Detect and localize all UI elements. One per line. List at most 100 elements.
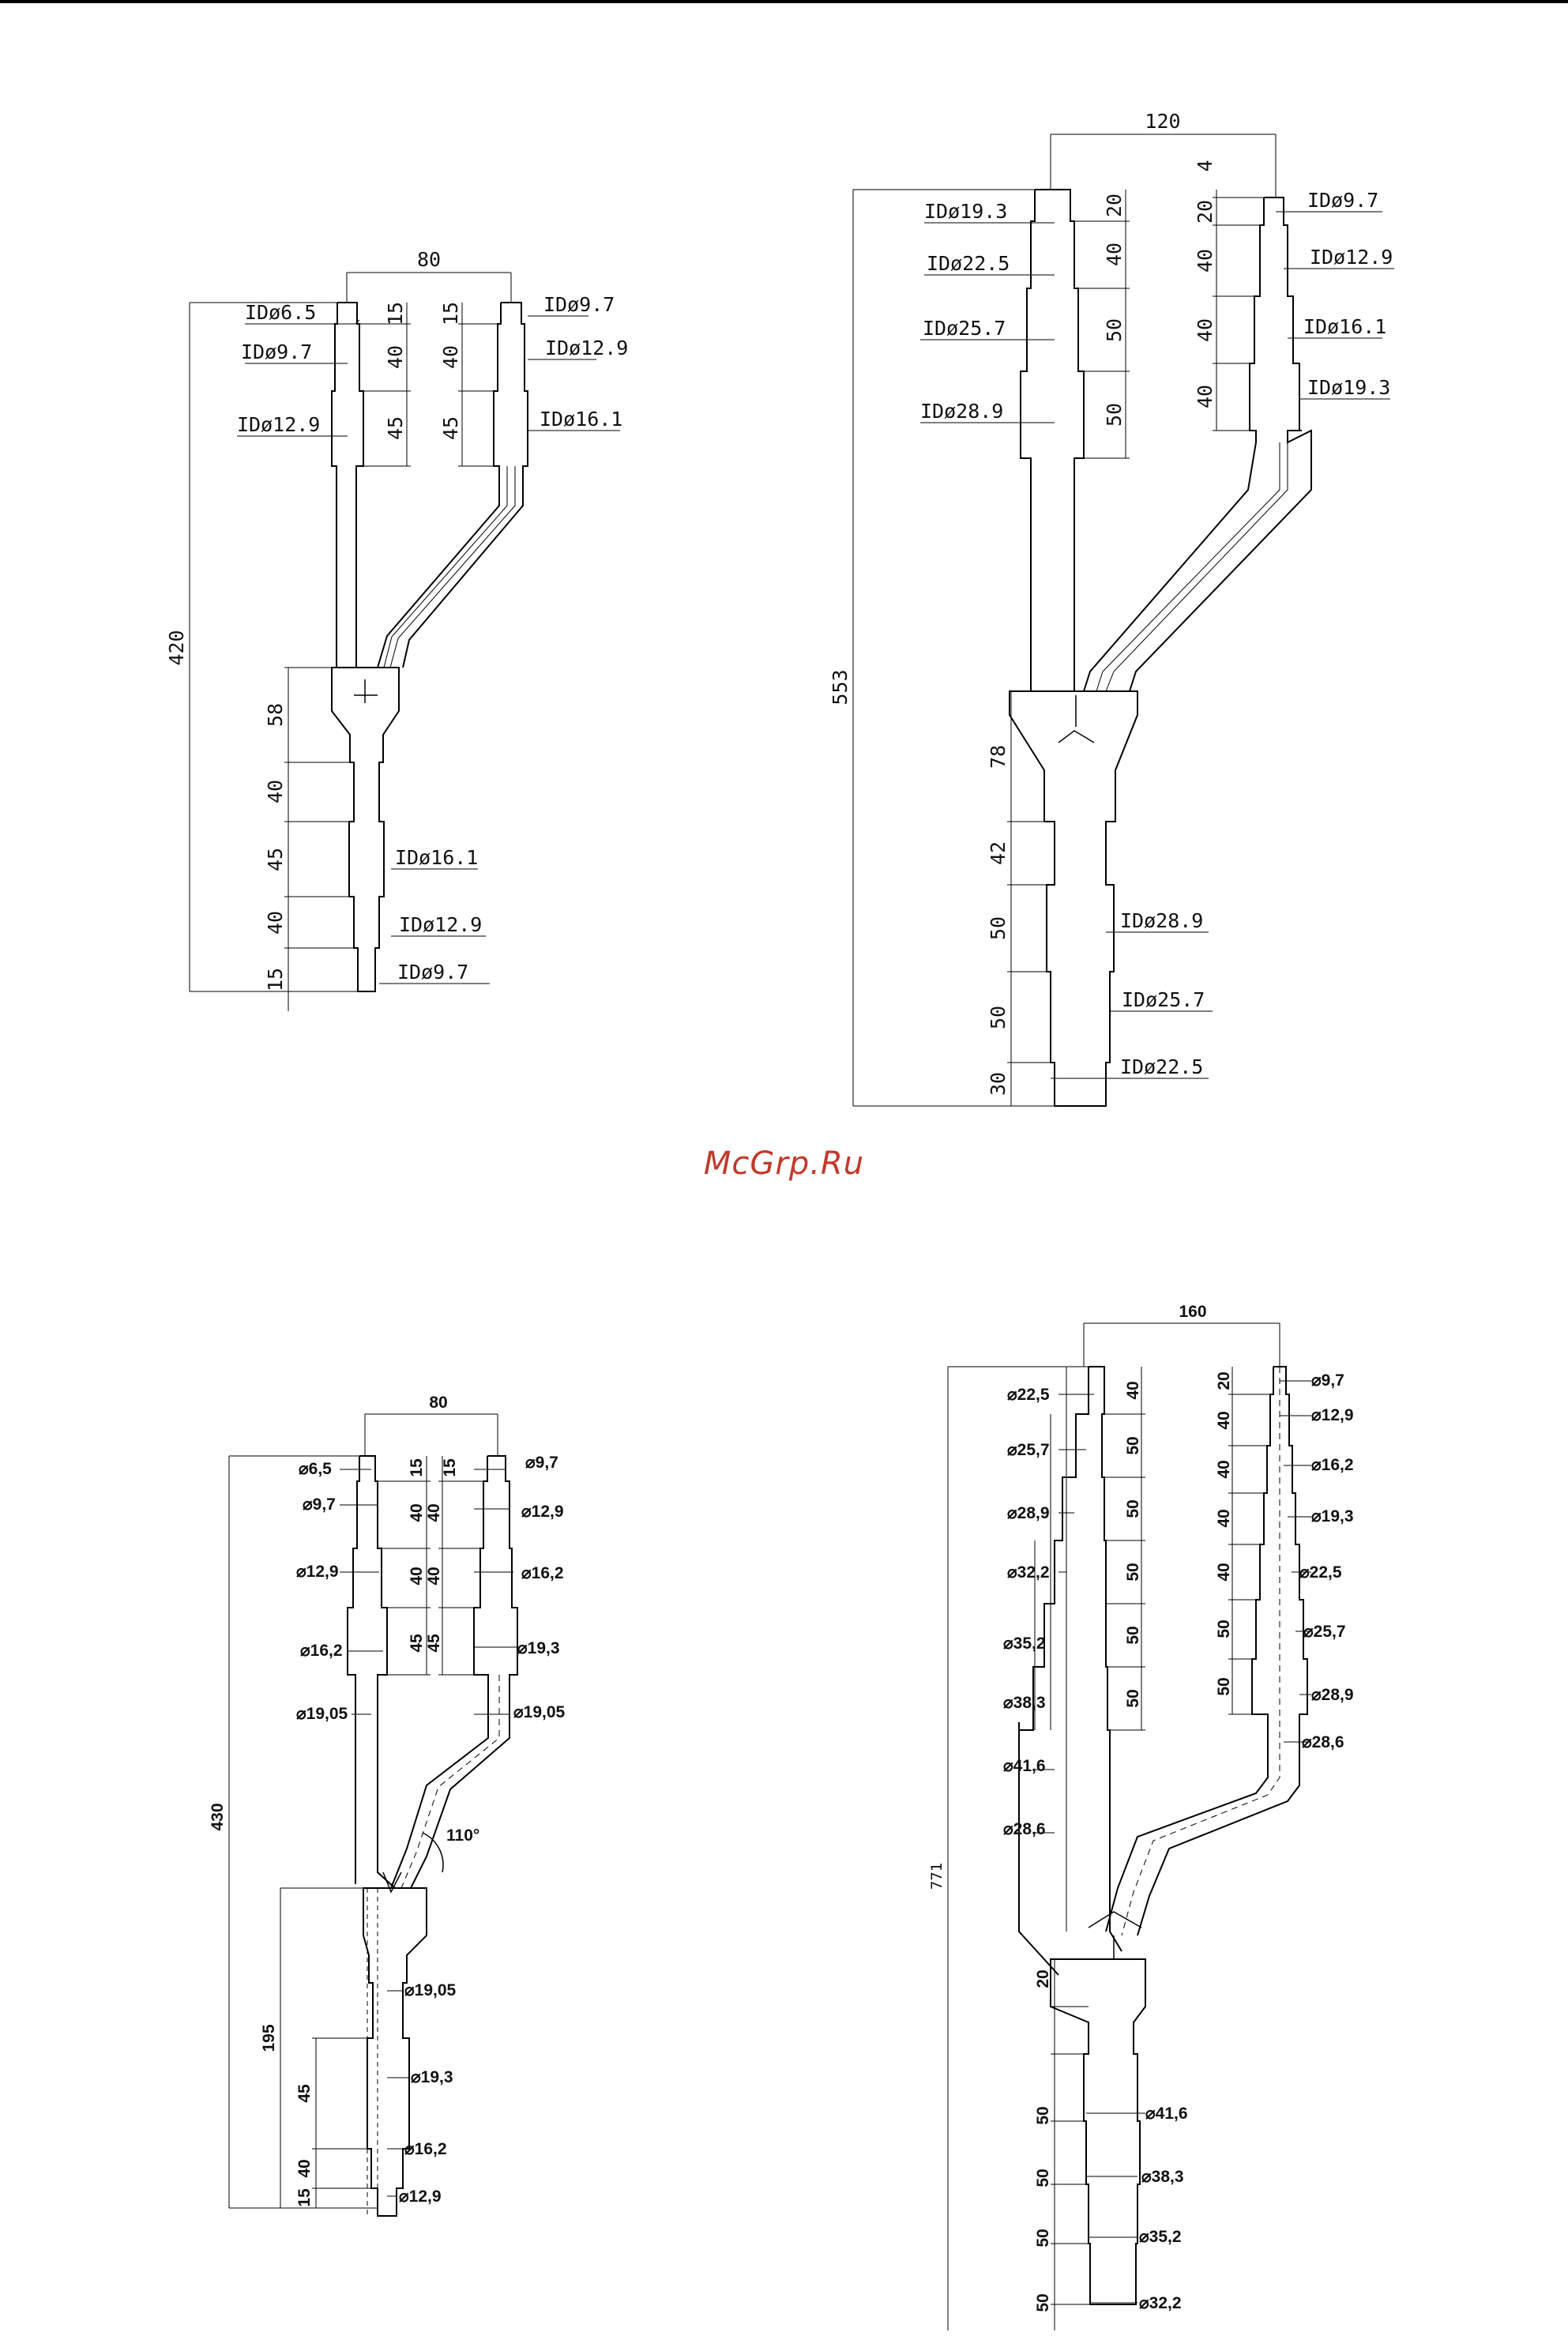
d3-left-branch-pipe xyxy=(347,1455,396,1889)
d2-left-dim-1: 40 xyxy=(1103,243,1126,266)
d1-stem-chain xyxy=(284,667,358,1011)
d1-left-chain xyxy=(357,303,411,467)
diagram-1 xyxy=(189,272,620,1011)
d2-left-leaders xyxy=(920,222,1055,423)
diagram-2 xyxy=(852,134,1394,1107)
d4-right-dim-1: 40 xyxy=(1215,1411,1233,1429)
d1-stem-dim-0: 58 xyxy=(264,703,287,727)
d2-right-dim-2: 40 xyxy=(1194,249,1216,273)
d4-right-branch-pipe xyxy=(1105,1366,1308,1936)
d3-stem-label-0: ⌀19,05 xyxy=(404,1981,457,1999)
d3-stem-chain xyxy=(312,2037,371,2208)
d4-stem-chain xyxy=(1051,1959,1090,2330)
d1-stem-dim-1: 40 xyxy=(264,780,287,803)
d1-length-dim xyxy=(189,302,358,992)
d3-y-split-mark xyxy=(382,1871,402,1894)
d3-stem-dim-0: 45 xyxy=(295,2084,314,2103)
d4-stem-label-3: ⌀32,2 xyxy=(1139,2294,1182,2312)
d4-left-label-0: ⌀22,5 xyxy=(1007,1386,1050,1404)
d3-right-dim-3: 45 xyxy=(425,1634,443,1653)
d3-right-label-1: ⌀12,9 xyxy=(521,1503,564,1521)
d1-right-label-1: IDø12.9 xyxy=(545,337,628,359)
d2-stem-chain xyxy=(1007,691,1055,1106)
d2-stem-dim-2: 50 xyxy=(987,916,1010,940)
d4-right-label-5: ⌀25,7 xyxy=(1303,1623,1346,1641)
top-border-line xyxy=(0,0,1568,3)
d4-left-branch-mid xyxy=(1034,1367,1067,1932)
d4-right-label-0: ⌀9,7 xyxy=(1311,1371,1344,1390)
d1-width-label: 80 xyxy=(417,248,441,271)
d2-left-dim-2: 50 xyxy=(1103,318,1126,342)
d4-leaders xyxy=(1035,1380,1311,2304)
d4-left-label-2: ⌀28,9 xyxy=(1007,1504,1050,1522)
d4-right-label-6: ⌀28,9 xyxy=(1311,1686,1354,1704)
d4-y-split-mark xyxy=(1088,1911,1142,1959)
d1-right-label-0: IDø9.7 xyxy=(543,293,615,316)
d3-right-branch-dash xyxy=(400,1675,500,1889)
d4-right-dim-5: 50 xyxy=(1215,1619,1233,1638)
d3-width-label: 80 xyxy=(429,1394,447,1412)
d4-right-label-1: ⌀12,9 xyxy=(1311,1406,1354,1424)
d2-left-branch-pipe xyxy=(1019,189,1085,692)
d2-stem-dim-0: 78 xyxy=(987,745,1010,769)
d3-right-label-3: ⌀19,3 xyxy=(517,1639,560,1657)
d1-right-chain xyxy=(458,303,501,467)
d1-stem-label-2: IDø9.7 xyxy=(397,961,468,984)
diagram-2-text: 120 553 20 40 50 50 4 20 40 40 40 78 42 … xyxy=(829,110,1393,1096)
d2-left-chain xyxy=(1070,190,1130,459)
d1-right-branch-inner xyxy=(383,466,516,668)
d1-left-leaders xyxy=(237,319,360,437)
d2-right-label-0: IDø9.7 xyxy=(1307,189,1378,212)
d3-angle-arc xyxy=(422,1832,444,1873)
d4-stem-dim-1: 50 xyxy=(1034,2106,1052,2124)
d2-left-dim-3: 50 xyxy=(1103,403,1126,427)
d3-left-chain xyxy=(375,1456,431,1676)
d1-left-branch-pipe xyxy=(331,302,364,668)
d3-left-dim-2: 40 xyxy=(408,1567,426,1585)
d2-stem-dim-4: 30 xyxy=(987,1072,1010,1096)
diagram-3 xyxy=(228,1413,518,2217)
d3-right-chain xyxy=(438,1456,488,1676)
d3-right-label-4: ⌀19,05 xyxy=(513,1703,566,1721)
d2-right-branch-inner xyxy=(1096,442,1288,692)
d2-length-dim xyxy=(852,189,1055,1107)
d2-width-dim xyxy=(1050,134,1277,197)
d4-left-label-5: ⌀38,3 xyxy=(1003,1694,1046,1712)
d1-left-label-2: IDø12.9 xyxy=(237,413,320,436)
d1-stem-label-0: IDø16.1 xyxy=(395,846,478,869)
d3-leaders xyxy=(340,1469,517,2197)
d3-stem-label-1: ⌀19,3 xyxy=(411,2068,453,2086)
d4-width-label: 160 xyxy=(1179,1303,1206,1321)
d3-left-label-0: ⌀6,5 xyxy=(299,1460,332,1478)
d3-right-dim-1: 40 xyxy=(425,1503,443,1522)
d4-left-chain xyxy=(1102,1367,1145,1731)
d1-y-body xyxy=(331,667,400,992)
watermark: McGrp.Ru xyxy=(703,1145,865,1182)
d4-right-label-7: ⌀28,6 xyxy=(1302,1733,1344,1751)
d2-stem-label-2: IDø22.5 xyxy=(1120,1055,1203,1078)
d4-right-label-4: ⌀22,5 xyxy=(1299,1563,1342,1582)
d4-stem-label-1: ⌀38,3 xyxy=(1141,2168,1184,2186)
d2-right-leaders xyxy=(1051,211,1394,1079)
d4-right-label-3: ⌀19,3 xyxy=(1311,1507,1354,1525)
d2-y-body xyxy=(1009,690,1138,1107)
d2-right-chain xyxy=(1213,190,1264,431)
d4-right-dim-2: 40 xyxy=(1215,1460,1233,1478)
d4-length-dim xyxy=(947,1366,1089,2330)
d4-length-label: 771 xyxy=(928,1863,946,1890)
d3-length-label: 430 xyxy=(209,1803,227,1830)
d3-lower-label: 195 xyxy=(260,2024,278,2052)
d4-left-dim-4: 50 xyxy=(1124,1626,1142,1644)
d3-right-label-2: ⌀16,2 xyxy=(521,1564,564,1582)
d3-stem-dim-1: 40 xyxy=(295,2159,314,2177)
d2-right-dim-4: 40 xyxy=(1194,385,1216,408)
d1-stem-label-1: IDø12.9 xyxy=(399,913,482,936)
diagram-3-text: 80 430 195 110° 15 40 40 45 15 40 40 45 … xyxy=(209,1394,566,2207)
d3-left-dim-3: 45 xyxy=(408,1634,426,1653)
d4-right-dim-6: 50 xyxy=(1215,1677,1233,1695)
d2-right-label-1: IDø12.9 xyxy=(1310,246,1393,269)
d1-right-label-2: IDø16.1 xyxy=(540,408,622,431)
d1-right-leaders xyxy=(379,315,620,984)
d4-stem-label-0: ⌀41,6 xyxy=(1145,2105,1188,2123)
d1-left-dim-2: 45 xyxy=(384,416,407,440)
